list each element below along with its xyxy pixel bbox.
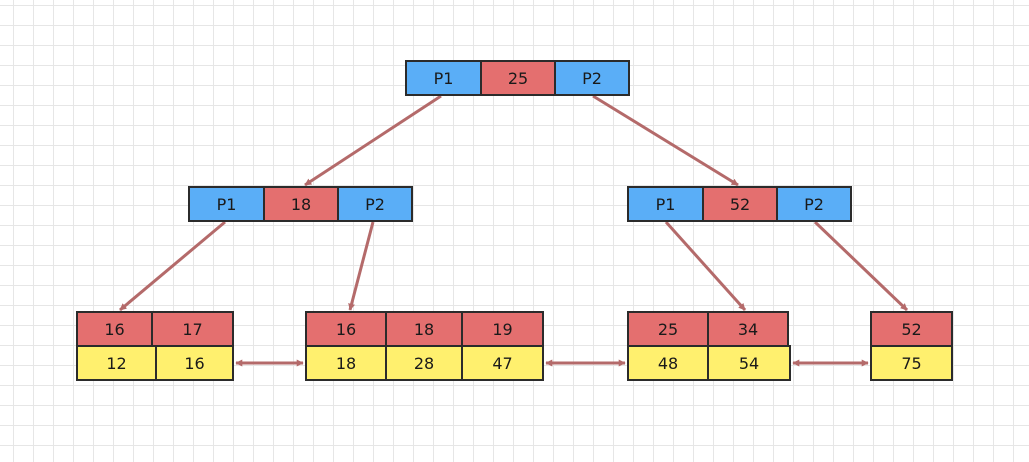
leaf-1-key-2-label: 17	[182, 320, 202, 339]
node-internal-right-key-value: 52	[702, 186, 778, 222]
leaf-3-key-1-label: 25	[658, 320, 678, 339]
arrow-root-p2-to-internal-right	[592, 94, 739, 187]
node-root-key-value-label: 25	[508, 69, 528, 88]
leaf-3-key-1: 25	[627, 311, 709, 347]
leaf-4-key-1-label: 52	[901, 320, 921, 339]
node-internal-left-pointer-p1-label: P1	[217, 195, 237, 214]
node-root-key-value: 25	[480, 60, 556, 96]
arrow-left-p1-to-leaf-1	[119, 220, 226, 312]
node-root-key-value-box	[480, 60, 556, 96]
leaf-1-data-1-label: 12	[106, 354, 126, 373]
leaf-1-data-2-box	[155, 345, 234, 381]
leaf-3-data-2: 54	[707, 345, 791, 381]
edges	[119, 94, 909, 367]
node-internal-right-pointer-p1-box	[627, 186, 704, 222]
node-internal-right-pointer-p1: P1	[627, 186, 704, 222]
node-internal-right: P1 52 P2	[627, 186, 852, 222]
arrow-right-p2-to-leaf-4	[813, 220, 909, 312]
leaf-2-data-3: 47	[461, 345, 544, 381]
node-internal-left-key-value: 18	[263, 186, 339, 222]
leaf-2-key-3-box	[461, 311, 544, 347]
node-root-pointer-p1-label: P1	[434, 69, 454, 88]
leaf-4-data-1: 75	[870, 345, 953, 381]
leaf-1-data-2-label: 16	[184, 354, 204, 373]
node-internal-right-pointer-p2-label: P2	[804, 195, 824, 214]
node-internal-left-pointer-p1-box	[188, 186, 265, 222]
node-internal-left-pointer-p2-label: P2	[365, 195, 385, 214]
leaf-3-key-2: 34	[707, 311, 789, 347]
node-internal-right-pointer-p2: P2	[776, 186, 852, 222]
leaf-4-key-1-box	[870, 311, 953, 347]
leaf-2-data-2-label: 28	[414, 354, 434, 373]
leaf-3-data-1-box	[627, 345, 709, 381]
leaf-2-data-1: 18	[305, 345, 387, 381]
node-internal-left-pointer-p2: P2	[337, 186, 413, 222]
leaf-node-1: 16 17 12 16	[76, 311, 234, 381]
leaf-1-key-2: 17	[151, 311, 234, 347]
leaf-2-key-1: 16	[305, 311, 387, 347]
leaf-4-data-1-label: 75	[901, 354, 921, 373]
leaf-1-key-2-box	[151, 311, 234, 347]
node-root-pointer-p2-box	[554, 60, 630, 96]
leaf-3-data-1: 48	[627, 345, 709, 381]
leaf-2-key-2-label: 18	[414, 320, 434, 339]
leaf-4-data-1-box	[870, 345, 953, 381]
node-internal-left-pointer-p1: P1	[188, 186, 265, 222]
leaf-1-data-1: 12	[76, 345, 157, 381]
leaf-2-key-3-label: 19	[492, 320, 512, 339]
leaf-1-key-1-label: 16	[104, 320, 124, 339]
node-root-pointer-p2-label: P2	[582, 69, 602, 88]
leaf-2-key-1-label: 16	[336, 320, 356, 339]
node-internal-left: P1 18 P2	[188, 186, 413, 222]
leaf-3-data-2-box	[707, 345, 791, 381]
leaf-1-key-1: 16	[76, 311, 153, 347]
leaf-2-key-2: 18	[385, 311, 463, 347]
leaf-3-key-2-box	[707, 311, 789, 347]
node-root-pointer-p1: P1	[405, 60, 482, 96]
leaf-1-data-2: 16	[155, 345, 234, 381]
leaf-3-data-1-label: 48	[658, 354, 678, 373]
arrow-left-p2-to-leaf-2	[348, 221, 375, 311]
leaf-2-data-2: 28	[385, 345, 463, 381]
node-internal-right-key-value-label: 52	[730, 195, 750, 214]
leaf-2-data-3-box	[461, 345, 544, 381]
node-internal-left-key-value-box	[263, 186, 339, 222]
leaf-node-4: 52 75	[870, 311, 953, 381]
leaf-4-key-1: 52	[870, 311, 953, 347]
leaf-3-data-2-label: 54	[739, 354, 759, 373]
leaf-2-data-1-label: 18	[336, 354, 356, 373]
node-internal-right-pointer-p2-box	[776, 186, 852, 222]
node-internal-left-key-value-label: 18	[291, 195, 311, 214]
node-internal-left-pointer-p2-box	[337, 186, 413, 222]
arrow-root-p1-to-internal-left	[304, 94, 442, 187]
node-root-pointer-p2: P2	[554, 60, 630, 96]
leaf-2-data-1-box	[305, 345, 387, 381]
node-root: P1 25 P2	[405, 60, 630, 96]
node-internal-right-pointer-p1-label: P1	[656, 195, 676, 214]
leaf-node-3: 25 34 48 54	[627, 311, 791, 381]
leaf-2-data-3-label: 47	[492, 354, 512, 373]
leaf-2-data-2-box	[385, 345, 463, 381]
leaf-node-2: 16 18 19 18 28 47	[305, 311, 544, 381]
leaf-2-key-3: 19	[461, 311, 544, 347]
arrow-right-p1-to-leaf-3	[664, 220, 747, 312]
leaf-3-key-2-label: 34	[738, 320, 758, 339]
